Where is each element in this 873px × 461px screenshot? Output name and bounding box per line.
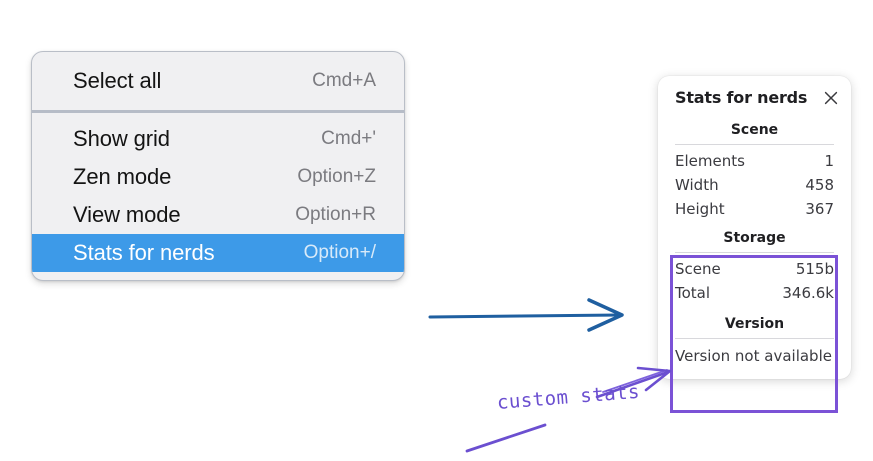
stat-key: Total	[675, 284, 711, 302]
stat-row: Total 346.6k	[667, 281, 842, 305]
section-heading: Scene	[730, 122, 779, 138]
stat-key: Scene	[675, 260, 721, 278]
stat-key: Width	[675, 176, 719, 194]
section-heading: Storage	[723, 230, 786, 246]
stat-value: 458	[805, 176, 834, 194]
menu-item-view-mode[interactable]: View mode Option+R	[32, 196, 404, 234]
stat-value: 346.6k	[782, 284, 834, 302]
purple-underline-stroke	[465, 423, 547, 453]
menu-item-stats-for-nerds[interactable]: Stats for nerds Option+/	[32, 234, 404, 272]
section-version: Version Version not available	[667, 314, 842, 367]
section-divider	[675, 144, 834, 145]
menu-item-zen-mode[interactable]: Zen mode Option+Z	[32, 158, 404, 196]
menu-item-shortcut: Cmd+A	[312, 70, 376, 91]
close-icon[interactable]	[822, 89, 840, 107]
menu-item-shortcut: Cmd+'	[321, 128, 376, 149]
menu-item-label: Stats for nerds	[73, 240, 215, 265]
menu-item-label: Select all	[73, 68, 162, 93]
stat-row: Elements 1	[667, 149, 842, 173]
menu-item-shortcut: Option+Z	[297, 166, 376, 187]
context-menu[interactable]: Select all Cmd+A Show grid Cmd+' Zen mod…	[31, 51, 405, 281]
stat-value: 367	[805, 200, 834, 218]
menu-item-select-all[interactable]: Select all Cmd+A	[32, 62, 404, 100]
stat-row: Height 367	[667, 197, 842, 221]
stat-key: Height	[675, 200, 725, 218]
menu-item-show-grid[interactable]: Show grid Cmd+'	[32, 120, 404, 158]
version-note: Version not available	[675, 347, 832, 365]
stat-row: Scene 515b	[667, 257, 842, 281]
menu-item-shortcut: Option+/	[303, 242, 376, 263]
section-divider	[675, 338, 834, 339]
section-divider	[675, 252, 834, 253]
menu-item-label: Zen mode	[73, 164, 172, 189]
stat-value: 1	[824, 152, 834, 170]
section-heading: Version	[724, 316, 785, 332]
panel-title: Stats for nerds	[675, 88, 808, 107]
menu-group-1: Select all Cmd+A	[32, 52, 404, 110]
menu-divider	[32, 110, 404, 113]
stat-key: Elements	[675, 152, 745, 170]
menu-group-2: Show grid Cmd+' Zen mode Option+Z View m…	[32, 113, 404, 280]
custom-stats-annotation-label: custom stats	[496, 380, 641, 414]
stats-for-nerds-panel: Stats for nerds Scene Elements 1 Width 4…	[658, 76, 851, 379]
section-scene: Scene Elements 1 Width 458 Height 367	[667, 120, 842, 221]
blue-arrow-icon	[428, 298, 624, 332]
menu-item-label: View mode	[73, 202, 181, 227]
stat-row: Width 458	[667, 173, 842, 197]
stat-value: 515b	[795, 260, 834, 278]
menu-item-label: Show grid	[73, 126, 170, 151]
menu-item-shortcut: Option+R	[295, 204, 376, 225]
section-storage: Storage Scene 515b Total 346.6k	[667, 228, 842, 305]
panel-header: Stats for nerds	[667, 86, 842, 107]
